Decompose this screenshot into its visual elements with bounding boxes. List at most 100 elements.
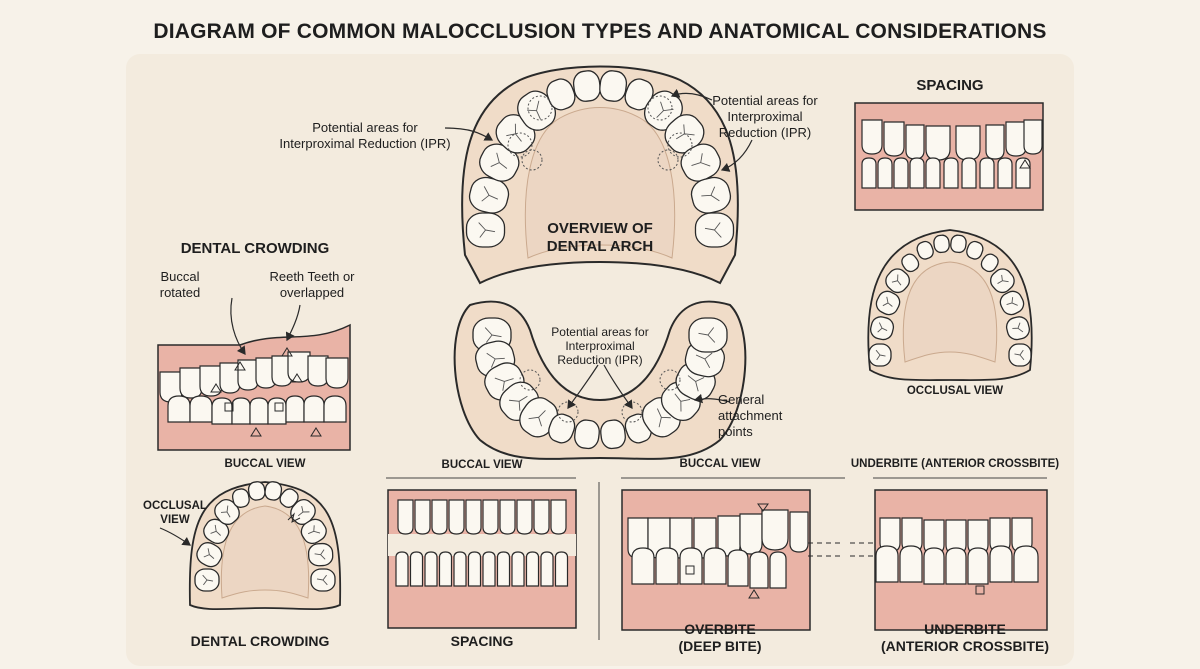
ipr-markers [507,95,693,423]
tooth-occlusal [694,212,735,248]
tooth-occlusal [548,413,576,444]
spacing-occlusal-view-label: OCCLUSAL VIEW [906,385,1004,397]
tooth-buccal [554,551,569,587]
tooth-occlusal [600,419,626,450]
crowding-note-right: Reeth Teeth or overlapped [269,269,355,300]
tooth-buccal [739,513,763,555]
tooth-buccal [923,547,945,585]
tooth-buccal [979,157,995,189]
tooth-occlusal [690,176,732,214]
tooth-occlusal [203,518,230,545]
underbite-caption-line2: (ANTERIOR CROSSBITE) [881,638,1049,654]
ipr-label-lower: Potential areas for Interproximal Reduct… [551,325,649,367]
tooth-buccal [179,367,203,399]
tooth-buccal [727,549,749,587]
tooth-occlusal [599,70,628,102]
tooth-buccal [511,551,525,587]
tooth-buccal [397,499,414,535]
tooth-buccal [899,545,923,583]
upper-palate [524,107,676,259]
tooth-occlusal [574,419,600,450]
overbite-illustration [621,489,842,631]
tooth-buccal [453,551,467,587]
tooth-buccal [482,499,499,535]
tooth-occlusal [901,253,920,273]
tooth-buccal [540,551,554,587]
ipr-label-right: Potential areas for Interproximal Reduct… [712,93,818,140]
crowding-heading: DENTAL CROWDING [180,240,330,257]
tooth-occlusal [231,488,250,508]
tooth-buccal [945,547,967,585]
section-dividers [386,477,1047,640]
tooth-buccal [167,395,191,423]
tooth-occlusal [875,290,901,316]
crowding-note-left: Buccal rotated [159,269,201,300]
spacing-top-buccal-illustration [854,102,1044,211]
tooth-buccal [861,157,877,189]
tooth-buccal [395,551,409,587]
tooth-buccal [525,551,540,587]
tooth-occlusal [916,240,934,260]
crowding-occlusal-illustration [159,481,342,611]
spacing-occlusal-illustration [867,229,1033,382]
crowding-occlusal-view-label: OCCLUSAL VIEW [143,500,207,526]
tooth-buccal [955,125,981,161]
tooth-buccal [909,157,925,189]
crowding-buccal-illustration [157,297,351,451]
lower-arch [453,300,747,460]
tooth-buccal [414,499,431,535]
tooth-occlusal [194,568,220,592]
attachment-label: General attachment points [718,392,783,439]
overbite-view-label: BUCCAL VIEW [679,458,761,470]
tooth-buccal [1023,119,1043,155]
tooth-buccal [997,157,1013,189]
tooth-occlusal [966,240,984,260]
tooth-occlusal [870,316,895,341]
tooth-occlusal [300,518,327,545]
overbite-caption-line2: (DEEP BITE) [678,638,762,654]
tooth-buccal [925,125,951,161]
tooth-occlusal [990,268,1015,294]
tooth-buccal [985,124,1005,160]
tooth-occlusal [1008,343,1032,367]
tooth-occlusal [290,499,316,525]
crowding-buccal-view-label: BUCCAL VIEW [224,458,306,470]
tooth-occlusal [546,78,576,111]
tooth-occlusal [465,212,506,248]
tooth-buccal [905,124,925,160]
tooth-occlusal [950,234,967,254]
tooth-buccal [431,499,448,535]
tooth-occlusal [196,542,223,568]
upper-arch-teeth [465,70,735,248]
tooth-buccal [655,547,679,585]
tooth-occlusal [1005,316,1030,341]
tooth-occlusal [980,253,999,273]
tooth-occlusal [868,343,892,367]
tooth-occlusal [680,143,721,182]
tooth-buccal [482,551,496,587]
tooth-occlusal [999,290,1025,316]
tooth-buccal [533,499,550,535]
page-title: DIAGRAM OF COMMON MALOCCLUSION TYPES AND… [153,20,1047,43]
tooth-buccal [875,545,899,583]
ipr-label-left: Potential areas for Interproximal Reduct… [279,120,451,151]
tooth-buccal [496,551,511,587]
tooth-occlusal [933,234,950,254]
tooth-buccal [303,395,325,423]
spacing-caption: SPACING [450,633,514,649]
underbite-illustration [850,489,1048,631]
tooth-buccal [989,545,1013,583]
lower-arch-teeth [472,317,728,450]
tooth-occlusal [310,568,336,592]
tooth-occlusal [688,317,728,353]
arch-leader-lines [444,88,753,409]
tooth-buccal [249,397,269,425]
tooth-occlusal [468,176,510,214]
tooth-buccal [467,551,482,587]
tooth-occlusal [479,143,520,182]
tooth-buccal [961,157,977,189]
tooth-buccal [1013,545,1039,583]
underbite-caption-line1: UNDERBITE [924,621,1006,637]
